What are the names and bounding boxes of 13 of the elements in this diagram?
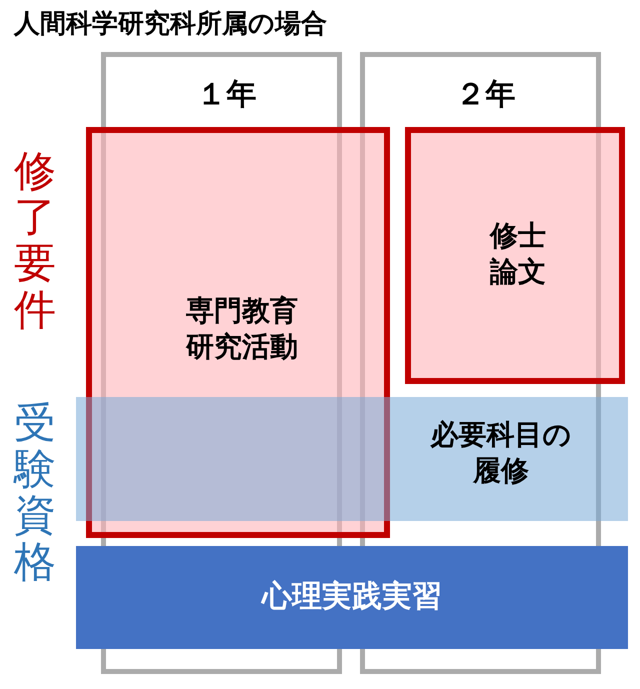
label-text: 心理実践実習 [260, 578, 443, 616]
requirement-box [86, 127, 390, 538]
side-label: 受験資格 [14, 400, 56, 585]
label-text: 専門教育研究活動 [184, 293, 299, 366]
year-heading: １年 [196, 76, 258, 114]
side-label: 修了要件 [14, 148, 56, 333]
label-text: 必要科目の履修 [429, 417, 572, 490]
practicum-band [76, 546, 628, 649]
year-heading: ２年 [454, 76, 516, 114]
requirement-box [405, 127, 625, 384]
title: 人間科学研究科所属の場合 [14, 8, 327, 41]
label-text: 修士論文 [488, 218, 547, 290]
qualification-band [76, 397, 628, 521]
